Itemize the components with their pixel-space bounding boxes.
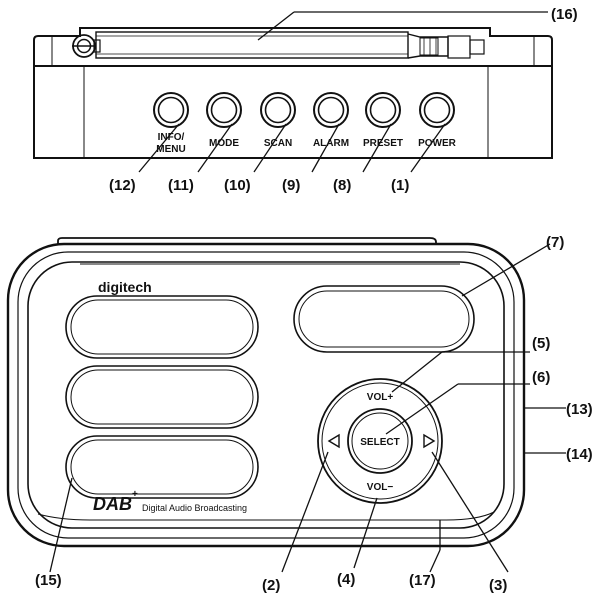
top-body [33, 65, 553, 159]
callout-5: (5) [532, 335, 550, 352]
callout-6: (6) [532, 369, 550, 386]
svg-text:+: + [132, 489, 138, 500]
select-button[interactable] [347, 408, 413, 474]
radio-body [6, 242, 526, 548]
callout-17: (17) [409, 572, 436, 589]
top-button-power[interactable]: POWER [418, 92, 457, 149]
speaker-grille [65, 295, 259, 499]
antenna-icon [72, 31, 485, 59]
display-window [293, 285, 475, 353]
right-arrow-icon[interactable] [423, 433, 436, 449]
callout-line [138, 123, 180, 173]
callout-15: (15) [35, 572, 62, 589]
button-label: SCAN [264, 138, 292, 149]
front-view: digitech SELECT VOL+ VOL− [6, 234, 593, 594]
callout-line [197, 123, 233, 173]
callout-2: (2) [262, 577, 280, 594]
top-button-mode[interactable]: MODE [206, 92, 242, 149]
callout-label: (12) [109, 177, 136, 194]
dab-logo: DAB + Digital Audio Broadcasting [93, 489, 247, 514]
callout-13: (13) [566, 401, 593, 418]
top-button-alarm[interactable]: ALARM [313, 92, 349, 149]
callout-3: (3) [489, 577, 507, 594]
button-label: ALARM [313, 138, 349, 149]
vol-down-label[interactable]: VOL− [367, 482, 394, 493]
callout-label: (8) [333, 177, 351, 194]
dab-caption: Digital Audio Broadcasting [142, 503, 247, 513]
button-label: PRESET [363, 138, 403, 149]
callout-line [311, 123, 340, 173]
top-button-info[interactable]: INFO/MENU [153, 92, 189, 155]
button-label: MENU [156, 144, 185, 155]
callout-line [253, 123, 287, 173]
callout-4: (4) [337, 571, 355, 588]
svg-text:DAB: DAB [93, 494, 132, 514]
callout-label: (11) [168, 177, 194, 194]
callout-line [362, 123, 392, 173]
left-arrow-icon[interactable] [327, 433, 340, 449]
vol-up-label[interactable]: VOL+ [367, 392, 394, 403]
callout-16: (16) [551, 6, 578, 23]
callout-label: (9) [282, 177, 300, 194]
select-label: SELECT [360, 437, 399, 448]
callout-line [410, 123, 446, 173]
top-button-scan[interactable]: SCAN [260, 92, 296, 149]
brand-logo: digitech [98, 279, 152, 295]
button-label: POWER [418, 138, 457, 149]
top-button-preset[interactable]: PRESET [363, 92, 403, 149]
button-label: INFO/ [158, 132, 185, 143]
button-label: MODE [209, 138, 239, 149]
top-view: INFO/MENU (12) MODE (11) SCAN (10) ALARM (9) PRE… [33, 6, 578, 194]
callout-14: (14) [566, 446, 593, 463]
callout-7: (7) [546, 234, 564, 251]
callout-label: (10) [224, 177, 251, 194]
callout-label: (1) [391, 177, 409, 194]
control-pad[interactable]: SELECT VOL+ VOL− [317, 378, 443, 504]
